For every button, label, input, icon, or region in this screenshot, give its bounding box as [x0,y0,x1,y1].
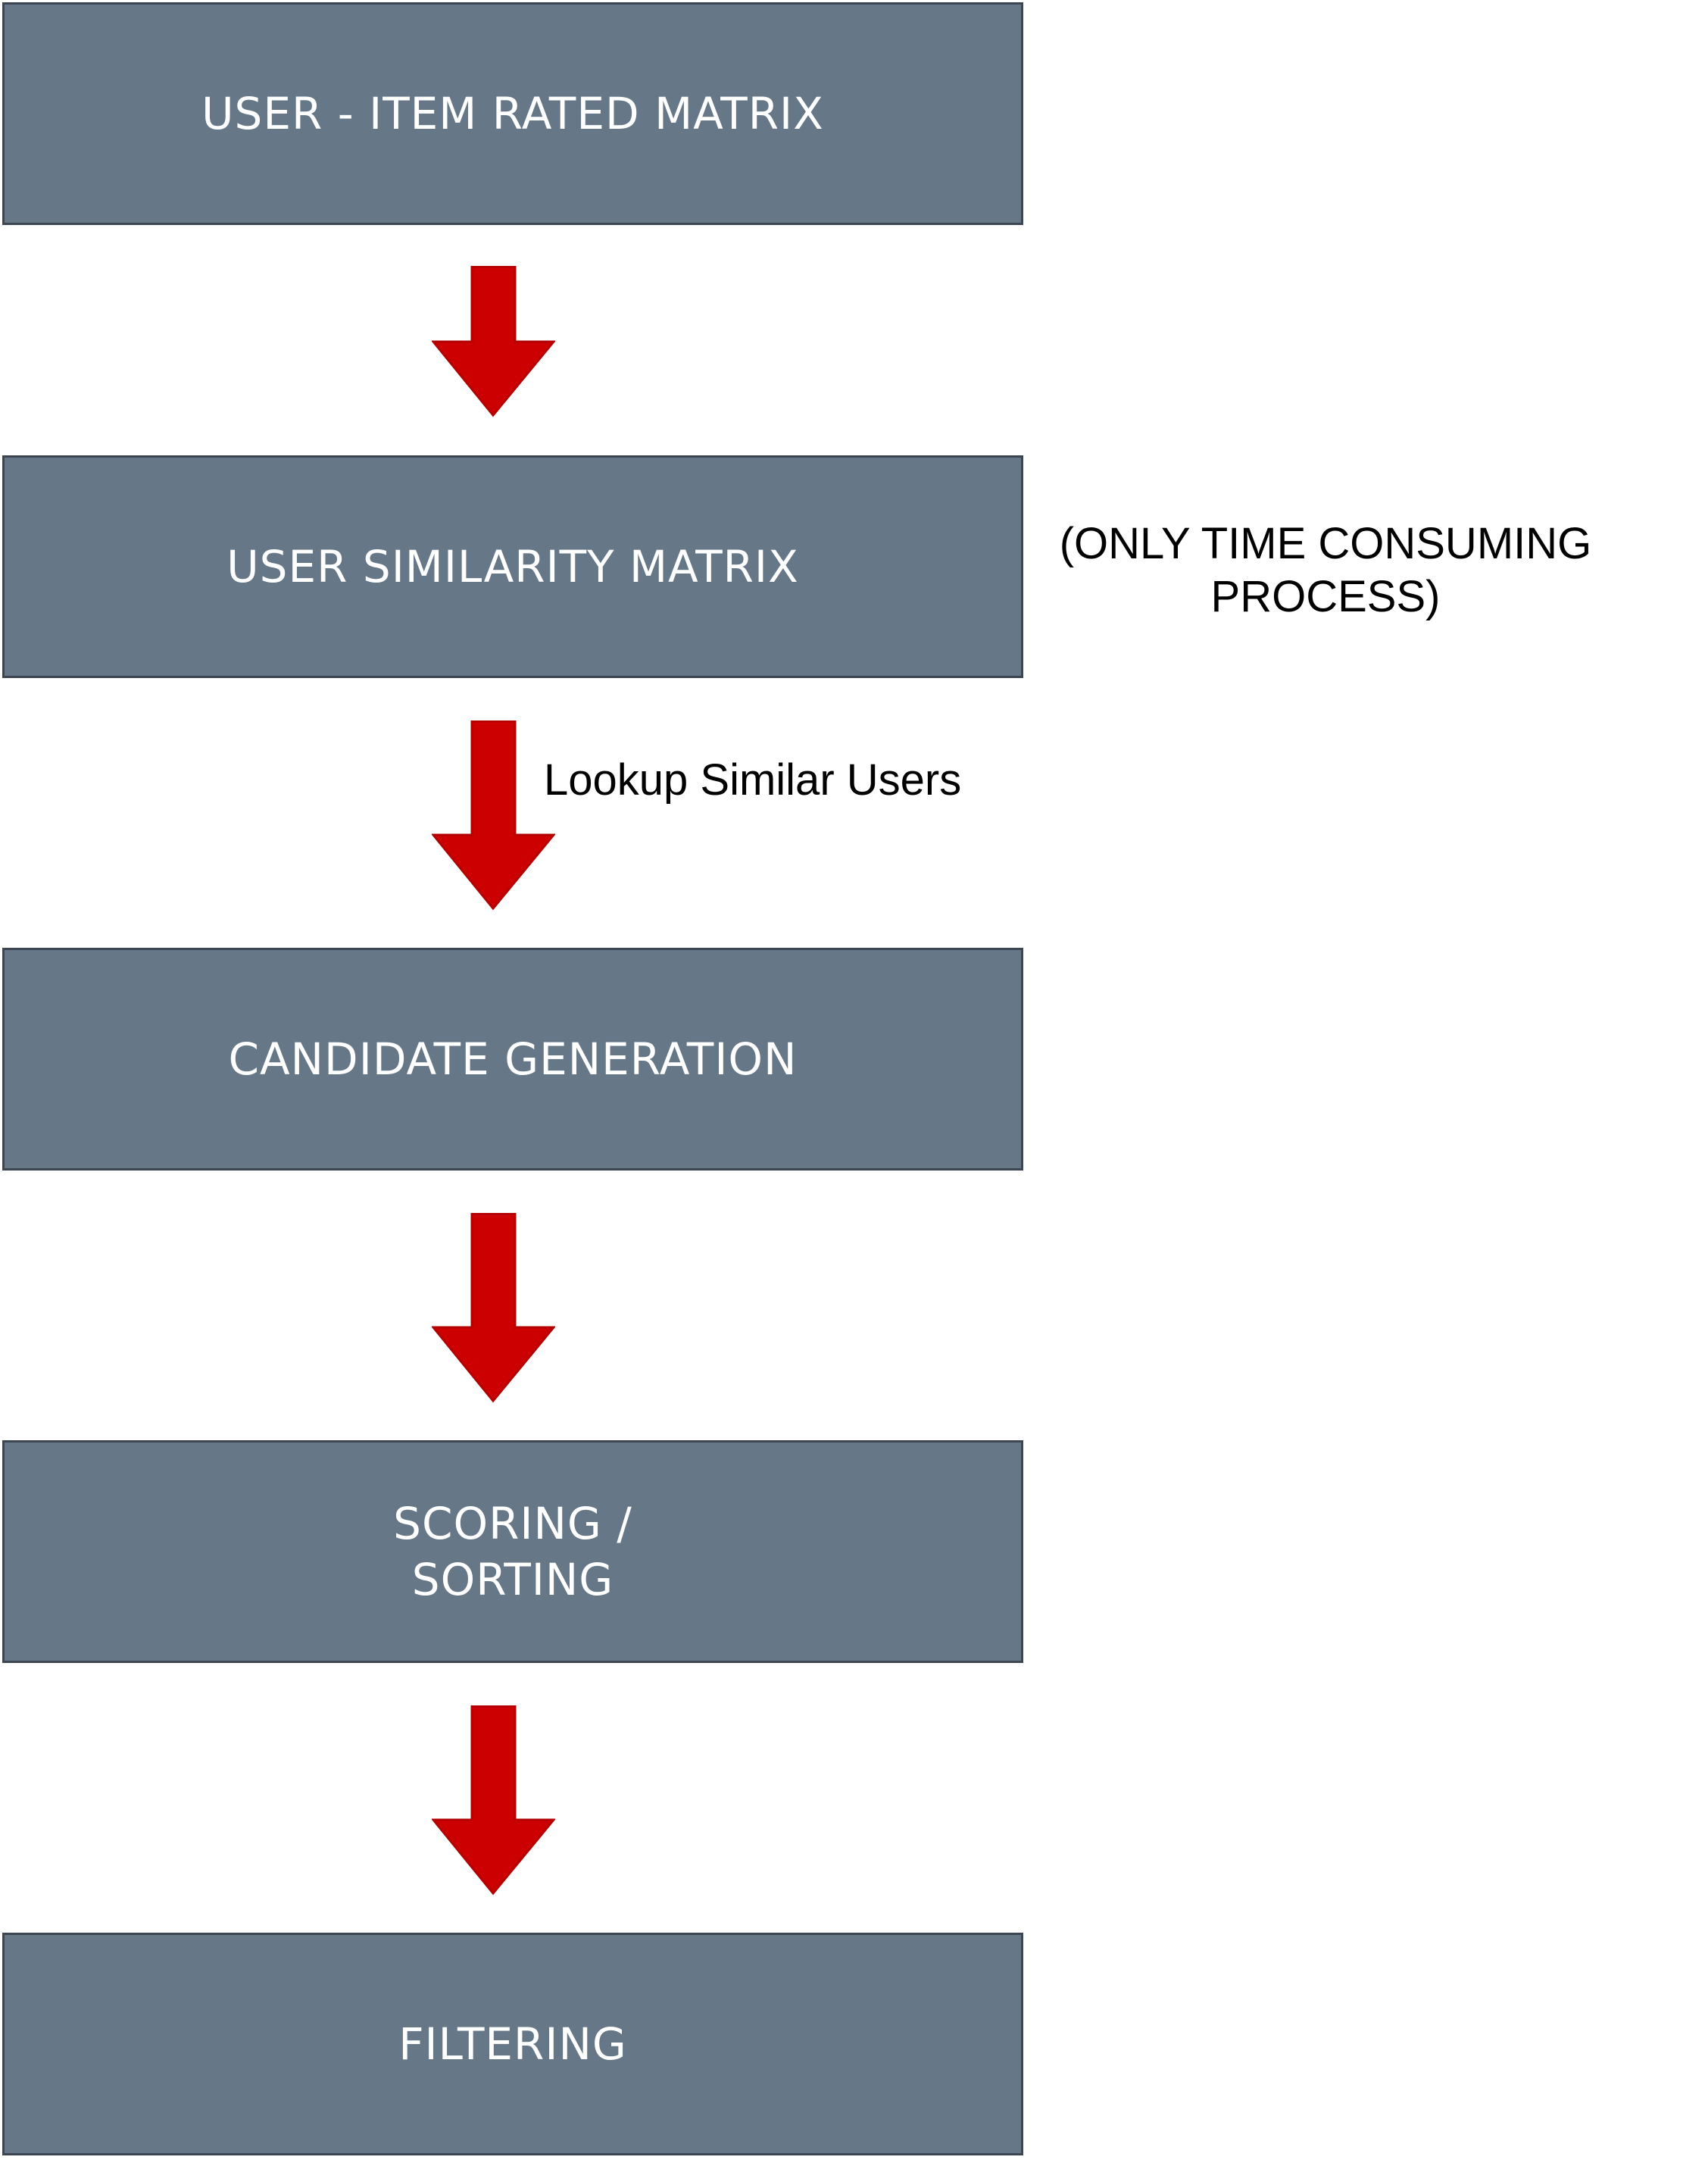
step-box-user-item-rated-matrix: USER - ITEM RATED MATRIX [2,2,1023,225]
step-box-scoring-sorting: SCORING / SORTING [2,1440,1023,1663]
down-arrow-icon [432,1213,555,1403]
down-arrow-icon [432,720,555,911]
step-label-user-item-rated-matrix: USER - ITEM RATED MATRIX [201,88,824,139]
down-arrow-icon [432,266,555,417]
step-label-scoring-sorting: SCORING / SORTING [393,1498,632,1605]
down-arrow-icon [432,1705,555,1896]
lookup-similar-users-note: Lookup Similar Users [544,755,962,805]
step-box-candidate-generation: CANDIDATE GENERATION [2,948,1023,1171]
step-box-user-similarity-matrix: USER SIMILARITY MATRIX [2,455,1023,678]
step-label-candidate-generation: CANDIDATE GENERATION [228,1033,798,1085]
step-label-user-similarity-matrix: USER SIMILARITY MATRIX [226,541,799,592]
step-box-filtering: FILTERING [2,1933,1023,2155]
time-consuming-note: (ONLY TIME CONSUMING PROCESS) [1059,519,1592,621]
step-label-filtering: FILTERING [398,2018,627,2070]
